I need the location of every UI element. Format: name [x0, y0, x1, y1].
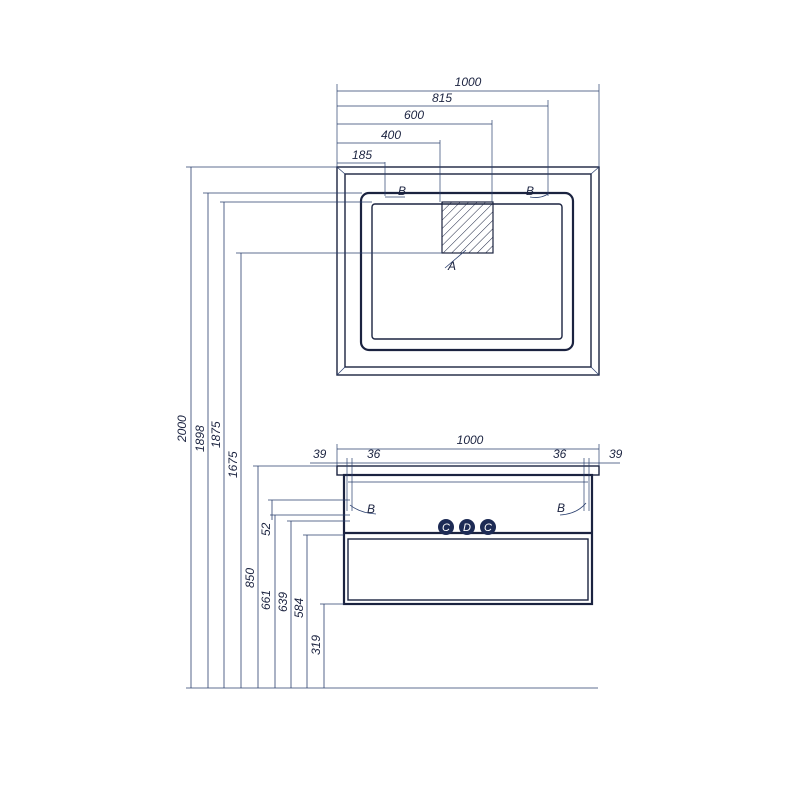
mirror-point-labels: B B A — [385, 184, 549, 273]
height-850: 850 — [243, 568, 257, 588]
mirror — [336, 166, 600, 376]
cabinet-width-36-left: 36 — [367, 447, 381, 461]
svg-text:D: D — [463, 522, 471, 534]
svg-text:C: C — [484, 522, 492, 534]
cabinet-countertop — [336, 465, 600, 476]
mirror-label-a: A — [447, 259, 456, 273]
mirror-width-185: 185 — [352, 148, 372, 162]
height-dimensions: 2000 1898 1875 1675 850 52 661 639 584 — [175, 166, 598, 689]
svg-text:C: C — [442, 522, 450, 534]
mirror-width-400: 400 — [381, 128, 401, 142]
mirror-width-dimensions: 1000 815 600 400 185 — [336, 75, 600, 202]
height-1875: 1875 — [209, 421, 223, 448]
mirror-width-600: 600 — [404, 108, 424, 122]
cabinet — [336, 465, 600, 606]
marker-c-left — [438, 519, 454, 535]
height-661: 661 — [259, 590, 273, 610]
cabinet-width-39-left: 39 — [313, 447, 327, 461]
mirror-label-b-left: B — [398, 184, 406, 198]
marker-d — [459, 519, 475, 535]
cabinet-label-b-right: B — [557, 501, 565, 515]
height-1675: 1675 — [226, 451, 240, 478]
cabinet-body — [342, 473, 594, 606]
mirror-label-b-right: B — [526, 184, 534, 198]
cabinet-width-dimensions: 1000 39 36 36 39 — [310, 433, 623, 511]
mirror-led-strip-outer — [359, 191, 575, 352]
cabinet-width-36-right: 36 — [553, 447, 567, 461]
cabinet-point-labels: B B — [349, 501, 587, 516]
height-639: 639 — [276, 592, 290, 612]
connection-markers: C D C — [438, 519, 496, 535]
cabinet-drawer-front — [347, 538, 589, 601]
mirror-inner-frame — [344, 173, 592, 368]
socket-hatched-area — [441, 201, 494, 254]
mirror-outer-frame — [336, 166, 600, 376]
height-1898: 1898 — [193, 425, 207, 452]
cabinet-width-39-right: 39 — [609, 447, 623, 461]
cabinet-width-1000: 1000 — [457, 433, 484, 447]
height-584: 584 — [292, 598, 306, 618]
mirror-width-1000: 1000 — [455, 75, 482, 89]
height-2000: 2000 — [175, 415, 189, 443]
cabinet-label-b-left: B — [367, 502, 375, 516]
height-52: 52 — [259, 522, 273, 536]
marker-c-right — [480, 519, 496, 535]
height-319: 319 — [309, 635, 323, 655]
mirror-width-815: 815 — [432, 91, 452, 105]
